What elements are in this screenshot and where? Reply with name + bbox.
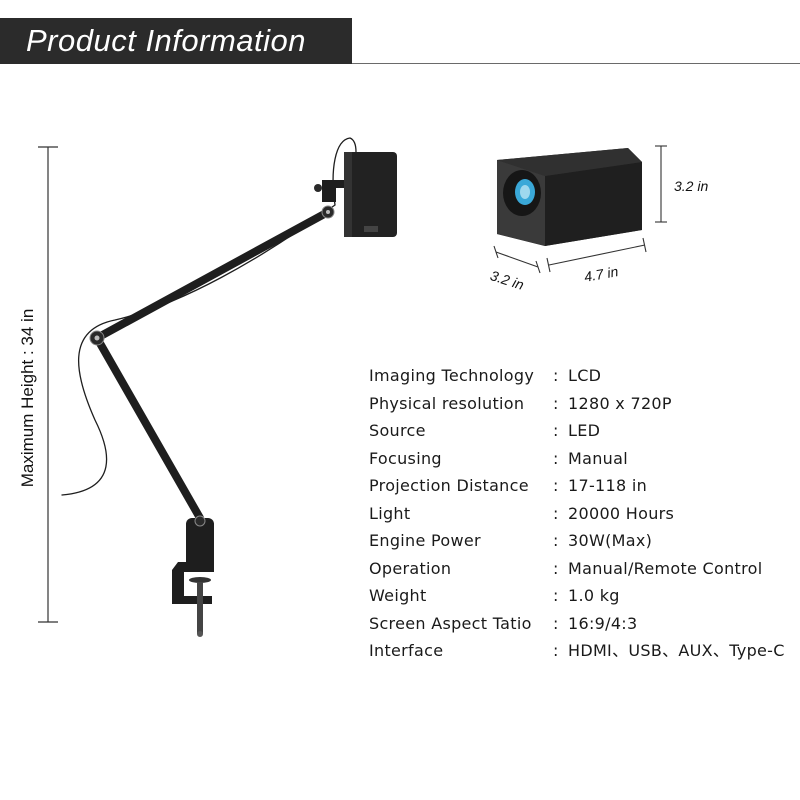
projector-on-arm bbox=[344, 152, 397, 237]
spec-value: 1280 x 720P bbox=[568, 393, 672, 413]
spec-row: Operation : Manual/Remote Control bbox=[369, 557, 799, 585]
spec-separator: : bbox=[553, 476, 559, 495]
spec-value: 17-118 in bbox=[568, 476, 648, 495]
max-height-label: Maximum Height : 34 in bbox=[18, 308, 37, 488]
height-dimension-line bbox=[38, 146, 58, 623]
spec-label: Screen Aspect Tatio bbox=[369, 613, 532, 633]
spec-value: 1.0 kg bbox=[568, 586, 620, 605]
spec-separator: : bbox=[553, 448, 559, 468]
spec-label: Light bbox=[369, 503, 411, 523]
spec-value: LED bbox=[568, 421, 601, 440]
mount-knob bbox=[322, 180, 336, 202]
spec-label: Weight bbox=[369, 586, 427, 605]
spec-row: Source : LED bbox=[369, 419, 799, 447]
spec-value: 16:9/4:3 bbox=[568, 613, 638, 633]
spec-row: Focusing : Manual bbox=[369, 447, 799, 475]
spec-row: Projection Distance : 17-118 in bbox=[369, 474, 799, 502]
spec-label: Physical resolution bbox=[369, 393, 525, 413]
spec-label: Engine Power bbox=[369, 531, 481, 550]
spec-separator: : bbox=[553, 641, 559, 660]
spec-separator: : bbox=[553, 421, 559, 440]
spec-row: Engine Power : 30W(Max) bbox=[369, 529, 799, 557]
spec-separator: : bbox=[553, 366, 559, 385]
spec-value: 20000 Hours bbox=[568, 503, 675, 523]
header-bar: Product Information bbox=[0, 18, 352, 64]
projector-closeup bbox=[497, 148, 642, 246]
spec-label: Interface bbox=[369, 641, 444, 660]
spec-separator: : bbox=[553, 393, 559, 413]
spec-separator: : bbox=[553, 586, 559, 605]
spec-label: Source bbox=[369, 421, 426, 440]
spec-row: Light : 20000 Hours bbox=[369, 502, 799, 530]
spec-separator: : bbox=[553, 531, 559, 550]
spec-label: Operation bbox=[369, 558, 452, 578]
spec-label: Projection Distance bbox=[369, 476, 529, 495]
page-title: Product Information bbox=[26, 23, 307, 58]
spec-row: Interface : HDMI、USB、AUX、Type-C bbox=[369, 639, 799, 667]
stand-arm bbox=[61, 137, 357, 522]
spec-row: Weight : 1.0 kg bbox=[369, 584, 799, 612]
spec-value: Manual bbox=[568, 448, 628, 468]
spec-value: 30W(Max) bbox=[568, 531, 653, 550]
spec-separator: : bbox=[553, 558, 559, 578]
spec-row: Imaging Technology : LCD bbox=[369, 364, 799, 392]
header-divider bbox=[352, 63, 800, 64]
height-dimension-label: 3.2 in bbox=[674, 178, 709, 194]
spec-value: Manual/Remote Control bbox=[568, 558, 763, 578]
spec-value: LCD bbox=[568, 366, 602, 385]
desk-clamp bbox=[172, 515, 214, 637]
spec-table: Imaging Technology : LCD Physical resolu… bbox=[369, 364, 799, 667]
spec-label: Focusing bbox=[369, 448, 442, 468]
spec-separator: : bbox=[553, 503, 559, 523]
spec-label: Imaging Technology bbox=[369, 366, 535, 385]
spec-value: HDMI、USB、AUX、Type-C bbox=[568, 641, 785, 660]
spec-row: Physical resolution : 1280 x 720P bbox=[369, 392, 799, 420]
spec-separator: : bbox=[553, 613, 559, 633]
dimension-lines bbox=[493, 145, 667, 274]
spec-row: Screen Aspect Tatio : 16:9/4:3 bbox=[369, 612, 799, 640]
